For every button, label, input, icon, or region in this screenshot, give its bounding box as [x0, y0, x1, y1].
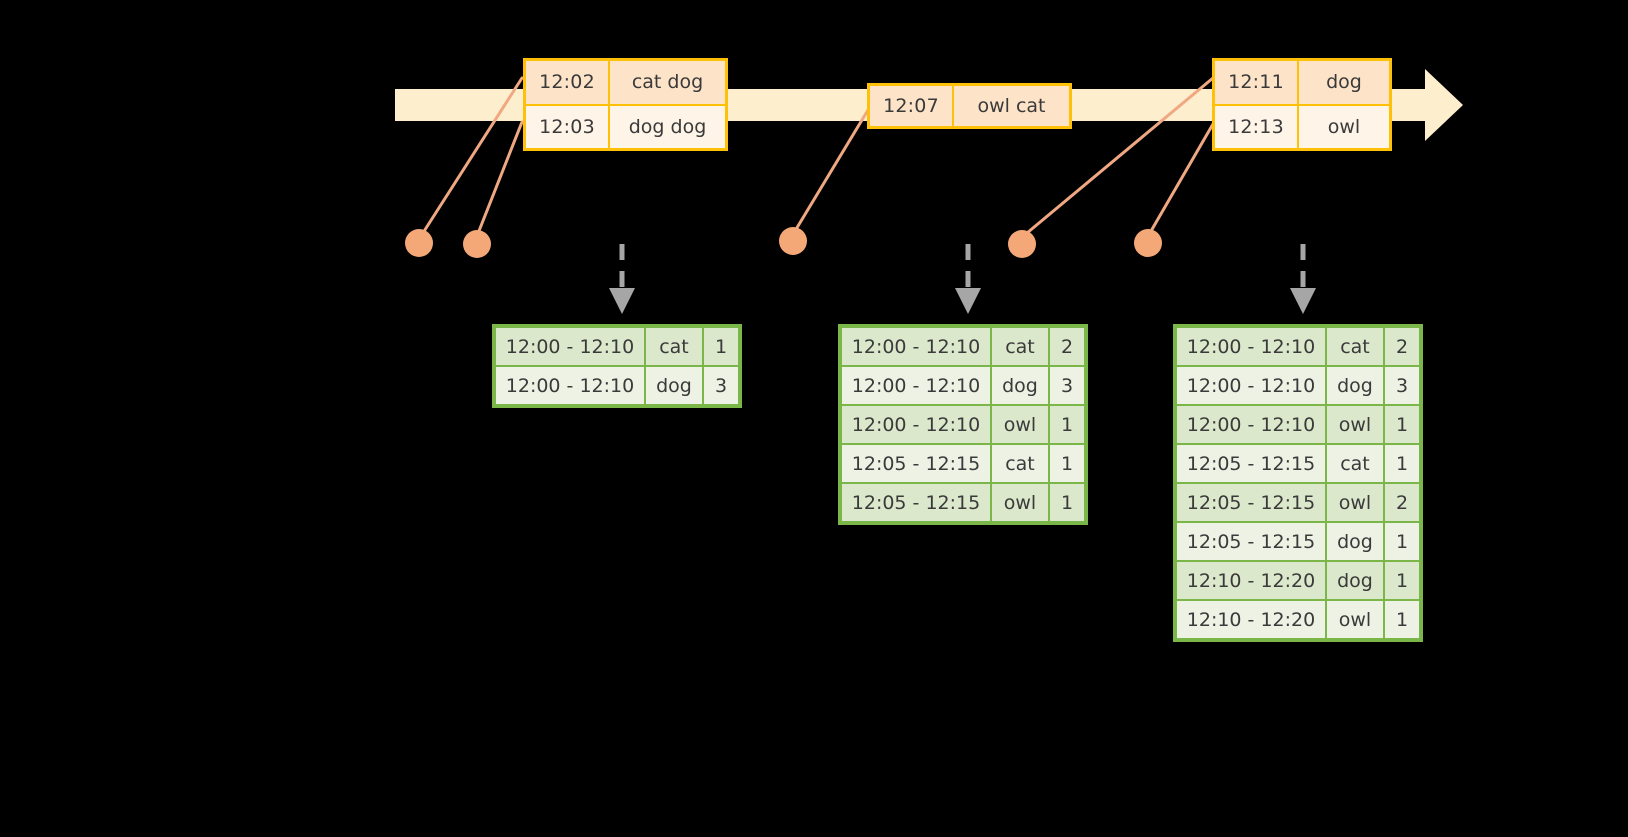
event-time: 12:02: [526, 61, 610, 104]
event-group-3[interactable]: 12:11 dog 12:13 owl: [1212, 58, 1392, 151]
event-time: 12:11: [1215, 61, 1299, 104]
emit-arrows: [609, 244, 1316, 314]
event-dots: [405, 227, 1162, 258]
event-marker-1211: [1008, 230, 1036, 258]
connector-1207: [790, 108, 870, 238]
cell-key: owl: [1327, 601, 1383, 638]
event-group-2[interactable]: 12:07 owl cat: [867, 83, 1072, 129]
event-value: owl cat: [977, 95, 1046, 117]
emit-arrow-2: [955, 244, 981, 314]
cell-window: 12:00 - 12:10: [1177, 367, 1325, 404]
cell-window: 12:00 - 12:10: [496, 367, 644, 404]
cell-key: cat: [992, 445, 1048, 482]
cell-count: 1: [1050, 445, 1084, 482]
cell-count: 1: [1385, 523, 1419, 560]
connector-1213: [1145, 122, 1215, 240]
event-marker-1203: [463, 230, 491, 258]
event-time: 12:07: [870, 86, 954, 126]
cell-count: 1: [1385, 562, 1419, 599]
cell-window: 12:00 - 12:10: [842, 406, 990, 443]
cell-window: 12:00 - 12:10: [496, 328, 644, 365]
event-time: 12:13: [1215, 105, 1299, 148]
cell-count: 3: [1050, 367, 1084, 404]
cell-count: 3: [704, 367, 738, 404]
cell-count: 1: [1050, 484, 1084, 521]
cell-key: dog: [1327, 523, 1383, 560]
cell-key: dog: [992, 367, 1048, 404]
cell-count: 3: [1385, 367, 1419, 404]
event-value: cat dog: [631, 71, 704, 94]
cell-window: 12:05 - 12:15: [1177, 523, 1325, 560]
cell-window: 12:10 - 12:20: [1177, 562, 1325, 599]
cell-key: owl: [1327, 484, 1383, 521]
connector-1203: [475, 120, 524, 238]
event-row[interactable]: 12:07 owl cat: [870, 86, 1069, 126]
event-time: 12:03: [526, 105, 610, 148]
event-marker-1202: [405, 229, 433, 257]
cell-key: dog: [646, 367, 702, 404]
event-row[interactable]: 12:03 dog dog: [526, 103, 725, 148]
event-marker-1213: [1134, 229, 1162, 257]
cell-count: 1: [1385, 406, 1419, 443]
event-value: owl: [1327, 115, 1361, 138]
cell-count: 2: [1050, 328, 1084, 365]
event-row[interactable]: 12:13 owl: [1215, 103, 1389, 148]
event-value: dog: [1326, 71, 1362, 94]
cell-count: 2: [1385, 328, 1419, 365]
cell-window: 12:00 - 12:10: [842, 367, 990, 404]
cell-key: cat: [646, 328, 702, 365]
cell-key: owl: [992, 484, 1048, 521]
cell-window: 12:00 - 12:10: [1177, 406, 1325, 443]
cell-window: 12:00 - 12:10: [842, 328, 990, 365]
cell-count: 2: [1385, 484, 1419, 521]
event-group-1[interactable]: 12:02 cat dog 12:03 dog dog: [523, 58, 728, 151]
cell-window: 12:05 - 12:15: [842, 445, 990, 482]
event-value: dog dog: [628, 115, 707, 138]
cell-window: 12:00 - 12:10: [1177, 328, 1325, 365]
cell-key: owl: [1327, 406, 1383, 443]
cell-key: cat: [1327, 328, 1383, 365]
cell-key: owl: [992, 406, 1048, 443]
cell-key: cat: [992, 328, 1048, 365]
event-marker-1207: [779, 227, 807, 255]
cell-count: 1: [704, 328, 738, 365]
connector-1202: [419, 76, 524, 238]
event-row[interactable]: 12:11 dog: [1215, 61, 1389, 104]
cell-count: 1: [1385, 601, 1419, 638]
emit-arrow-1: [609, 244, 635, 314]
cell-window: 12:05 - 12:15: [1177, 484, 1325, 521]
cell-key: dog: [1327, 367, 1383, 404]
cell-window: 12:10 - 12:20: [1177, 601, 1325, 638]
cell-count: 1: [1385, 445, 1419, 482]
cell-window: 12:05 - 12:15: [842, 484, 990, 521]
cell-count: 1: [1050, 406, 1084, 443]
cell-window: 12:05 - 12:15: [1177, 445, 1325, 482]
emit-arrow-3: [1290, 244, 1316, 314]
event-row[interactable]: 12:02 cat dog: [526, 61, 725, 104]
cell-key: dog: [1327, 562, 1383, 599]
cell-key: cat: [1327, 445, 1383, 482]
